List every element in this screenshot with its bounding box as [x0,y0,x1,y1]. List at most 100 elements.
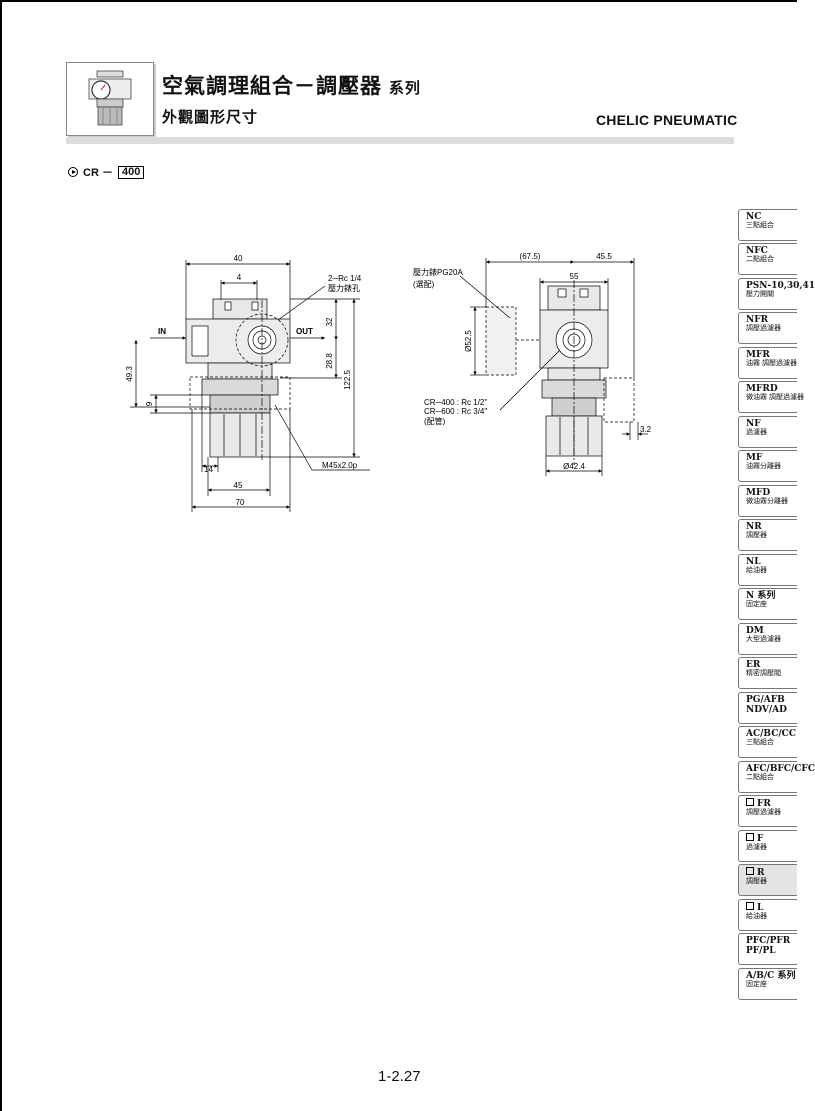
side-tab-desc: 過濾器 [746,428,767,436]
side-tab-code: PG/AFB [746,694,785,705]
dim-14: 14 [204,465,213,474]
side-tab[interactable]: N 系列固定座 [738,588,797,621]
model-size: 400 [117,165,145,179]
dim-45-5: 45.5 [596,252,612,261]
side-tab-code: NL [746,556,761,567]
side-tab-code: L [746,901,797,913]
side-tab-desc: 微油霧分離器 [746,497,788,505]
gauge-label-1: 壓力錶PG20A [413,267,463,277]
model-label: CR － 400 [68,164,145,180]
side-tab-code: R [746,867,797,878]
side-tab-desc: 壓力開關 [746,290,774,298]
dimension-labels: 40 4 2─Rc 1/4 壓力錶孔 IN OUT 32 28.8 122.5 … [125,252,652,507]
dim-4: 4 [237,273,242,282]
side-tab-desc: 固定座 [746,601,767,609]
right-view [459,258,648,476]
in-label: IN [158,327,166,336]
side-tab-code: MFR [746,349,770,360]
dim-28-8: 28.8 [325,353,334,369]
page-title: 空氣調理組合－調壓器 系列 [162,75,421,98]
side-tab-code: NR [746,522,762,533]
side-tab-desc: 調壓過濾器 [746,325,781,333]
square-icon [746,832,754,841]
port-label-2: 壓力錶孔 [328,283,360,293]
side-tab-code: A/B/C 系列 [746,970,796,981]
out-label: OUT [296,327,313,336]
side-tab-desc: 調壓器 [746,532,767,540]
port-note: (配管) [424,416,446,426]
side-tab-code: MF [746,453,763,464]
dimension-drawing: 40 4 2─Rc 1/4 壓力錶孔 IN OUT 32 28.8 122.5 … [125,252,652,512]
side-tab-code: N 系列 [746,591,776,602]
side-tab-code: MFRD [746,384,778,395]
dim-32: 32 [325,317,334,326]
square-icon [746,867,754,876]
square-icon [746,798,754,807]
side-tab-desc: 給油器 [746,912,767,920]
side-tab-code: AC/BC/CC [746,729,796,740]
side-tab-desc: 調壓器 [746,878,767,886]
page-number: 1-2.27 [378,1068,421,1085]
dim-52-5: Ø52.5 [464,330,473,352]
side-tab-desc: PF/PL [746,946,776,957]
dim-40: 40 [234,254,243,263]
side-tab-code: DM [746,625,764,636]
side-tab-desc: 大型過濾器 [746,635,781,643]
port-label-1: 2─Rc 1/4 [328,274,362,283]
side-tab[interactable]: A/B/C 系列固定座 [738,967,797,1000]
dim-70: 70 [236,498,245,507]
side-tab-code: MFD [746,487,771,498]
side-tab-desc: 過濾器 [746,843,767,851]
side-tab-desc: 二點組合 [746,256,774,264]
port-size-400: CR─400 : Rc 1/2" [424,398,487,407]
square-icon [746,901,754,910]
side-tab-desc: 給油器 [746,566,767,574]
dim-55: 55 [570,272,579,281]
side-tab-desc: 油霧分離器 [746,463,781,471]
port-size-600: CR─600 : Rc 3/4" [424,407,487,416]
dim-3-2: 3.2 [640,425,652,434]
side-tab-desc: 固定座 [746,980,767,988]
side-tab-code: AFC/BFC/CFC [746,763,815,774]
side-tab-desc: 三點組合 [746,222,774,229]
side-tab-code: ER [746,660,761,671]
side-tab-desc: 油霧 調壓過濾器 [746,359,797,367]
side-tab-code: PFC/PFR [746,936,791,947]
page-subtitle: 外觀圖形尺寸 [162,109,259,126]
title-suffix: 系列 [388,80,421,97]
side-tab-desc: 二點組合 [746,773,774,781]
side-tab-code: NFC [746,246,768,257]
side-tab-code: F [746,832,797,844]
side-tab-code: PSN-10,30,41 [746,280,815,291]
dim-9: 9 [145,401,154,406]
gauge-label-2: (選配) [413,279,435,289]
side-tab-code: FR [746,798,797,809]
side-tab-desc: NDV/AD [746,704,787,715]
side-tab-desc: 調壓過濾器 [746,809,781,817]
dim-49-3: 49.3 [125,366,134,382]
regulator-icon [88,70,132,126]
model-prefix: CR － [83,167,113,179]
